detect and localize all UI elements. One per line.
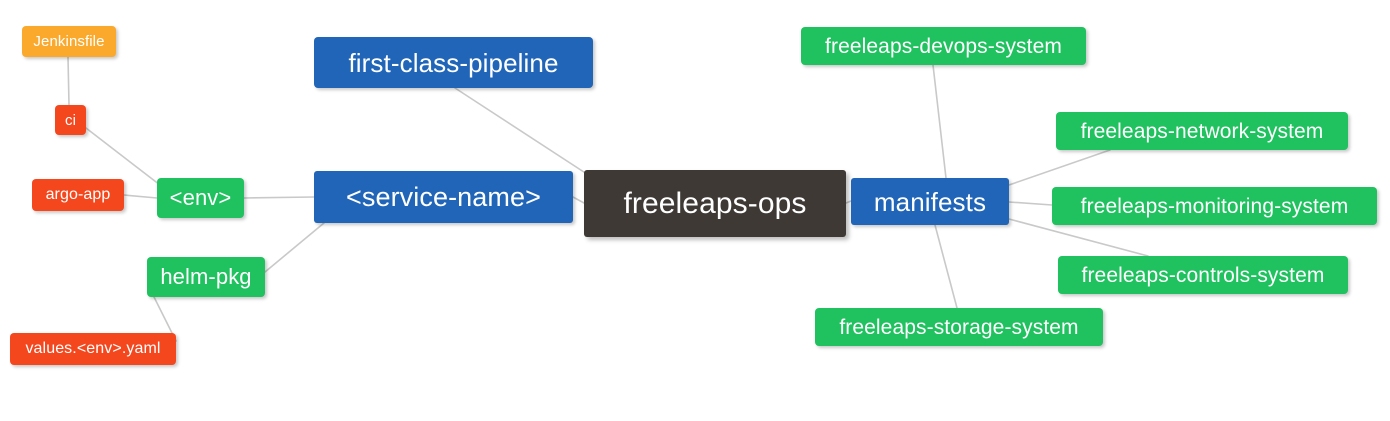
- edge-manifests-devops: [932, 64, 947, 179]
- mindmap-node-manifests[interactable]: manifests: [851, 178, 1009, 225]
- mindmap-node-first-class-pipeline[interactable]: first-class-pipeline: [314, 37, 593, 88]
- mindmap-node-env[interactable]: <env>: [157, 178, 244, 218]
- edge-ci-jenkinsfile: [67, 56, 70, 106]
- mindmap-node-service-name[interactable]: <service-name>: [314, 171, 573, 223]
- edge-manifests-storage: [934, 224, 958, 309]
- mindmap-node-freeleaps-monitoring-system[interactable]: freeleaps-monitoring-system: [1052, 187, 1377, 225]
- mindmap-node-freeleaps-network-system[interactable]: freeleaps-network-system: [1056, 112, 1348, 150]
- mindmap-node-freeleaps-devops-system[interactable]: freeleaps-devops-system: [801, 27, 1086, 65]
- mindmap-node-freeleaps-ops[interactable]: freeleaps-ops: [584, 170, 846, 237]
- edge-env-argo: [123, 194, 158, 199]
- mindmap-node-freeleaps-storage-system[interactable]: freeleaps-storage-system: [815, 308, 1103, 346]
- mindmap-node-argo-app[interactable]: argo-app: [32, 179, 124, 211]
- edge-env-ci: [85, 127, 161, 186]
- edge-root-service: [572, 196, 585, 204]
- edge-manifests-monitor: [1008, 201, 1053, 206]
- mindmap-node-helm-pkg[interactable]: helm-pkg: [147, 257, 265, 297]
- mindmap-node-ci[interactable]: ci: [55, 105, 86, 135]
- edge-root-pipeline: [454, 87, 591, 177]
- mindmap-node-freeleaps-controls-system[interactable]: freeleaps-controls-system: [1058, 256, 1348, 294]
- edge-service-helm: [264, 222, 325, 273]
- mindmap-node-values-yaml[interactable]: values.<env>.yaml: [10, 333, 176, 365]
- mindmap-node-jenkinsfile[interactable]: Jenkinsfile: [22, 26, 116, 57]
- edge-service-env: [243, 196, 315, 199]
- edge-manifests-network: [1008, 149, 1111, 186]
